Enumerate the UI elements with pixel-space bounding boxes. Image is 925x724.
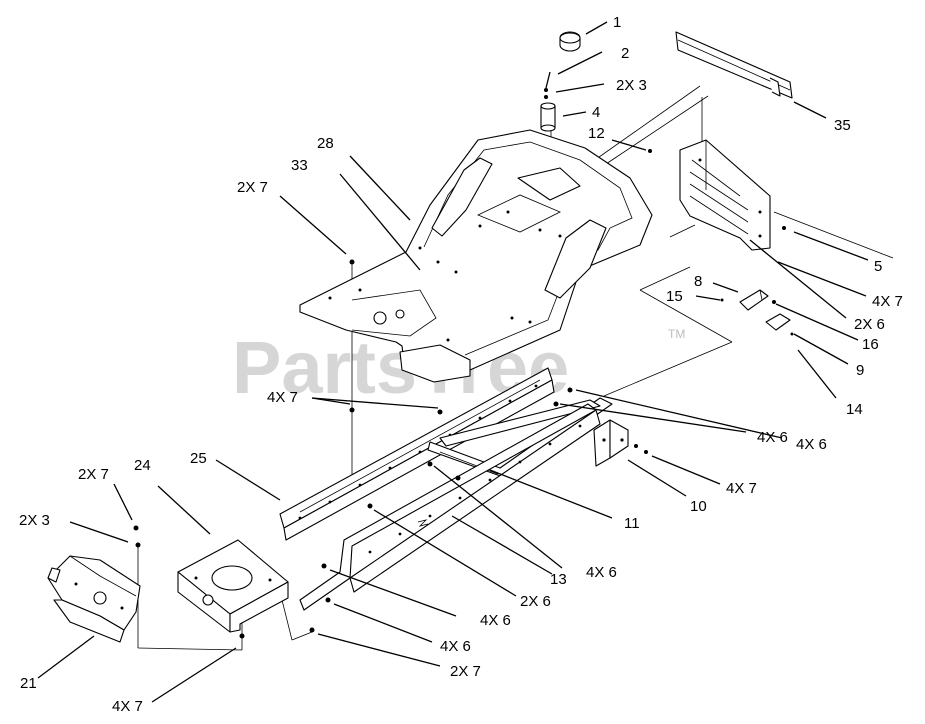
callout-4x6-d: 4X 6 [480,612,511,629]
part-24-mount-plate [177,539,289,633]
callout-35: 35 [834,117,851,134]
callout-13: 13 [550,571,567,588]
callout-21: 21 [20,675,37,692]
callout-4x7-bottom: 4X 7 [112,698,143,715]
callout-5: 5 [874,258,882,275]
callout-labels: 1 2 2X 3 4 35 12 28 33 2X 7 5 4X 7 8 15 … [19,14,903,715]
part-25-frame-rail [279,367,555,541]
callout-25: 25 [190,450,207,467]
callout-14: 14 [846,401,863,418]
part-5-side-shield [648,139,786,251]
callout-11: 11 [624,515,640,532]
callout-2x7-left: 2X 7 [237,179,268,196]
part-9-clip [765,313,794,336]
callout-16: 16 [862,336,879,353]
callout-2x3-bottom: 2X 3 [19,512,50,529]
callout-4: 4 [592,104,600,121]
part-28-seat-pan [299,129,653,383]
callout-2x7-c: 2X 7 [450,663,481,680]
callout-4x7-c: 4X 7 [726,480,757,497]
part-8-bracket [720,289,776,311]
callout-2x6-right: 2X 6 [854,316,885,333]
callout-10: 10 [690,498,707,515]
callout-2: 2 [621,45,629,62]
callout-12: 12 [588,125,605,142]
part-4-spacer [540,102,556,132]
callout-4x7-right: 4X 7 [872,293,903,310]
part-2-rod [544,71,551,99]
fasteners [133,259,573,639]
callout-15: 15 [666,288,683,305]
callout-2x6-b: 2X 6 [520,593,551,610]
leader-lines [37,21,869,703]
callout-4x6-e: 4X 6 [440,638,471,655]
callout-4x6-c: 4X 6 [586,564,617,581]
watermark-trademark: TM [668,327,685,341]
callout-28: 28 [317,135,334,152]
part-1-knob [559,31,581,52]
part-35-bracket [675,31,793,99]
callout-1: 1 [613,14,621,31]
callout-2x7-b: 2X 7 [78,466,109,483]
callout-24: 24 [134,457,151,474]
callout-2x3-top: 2X 3 [616,77,647,94]
part-10-angle-bracket [593,419,648,467]
callout-9: 9 [856,362,864,379]
callout-33: 33 [291,157,308,174]
callout-4x6-a: 4X 6 [796,436,827,453]
callout-8: 8 [694,273,702,290]
callout-4x6-b: 4X 6 [757,429,788,446]
callout-4x7-mid: 4X 7 [267,389,298,406]
part-21-front-shield [47,555,141,643]
